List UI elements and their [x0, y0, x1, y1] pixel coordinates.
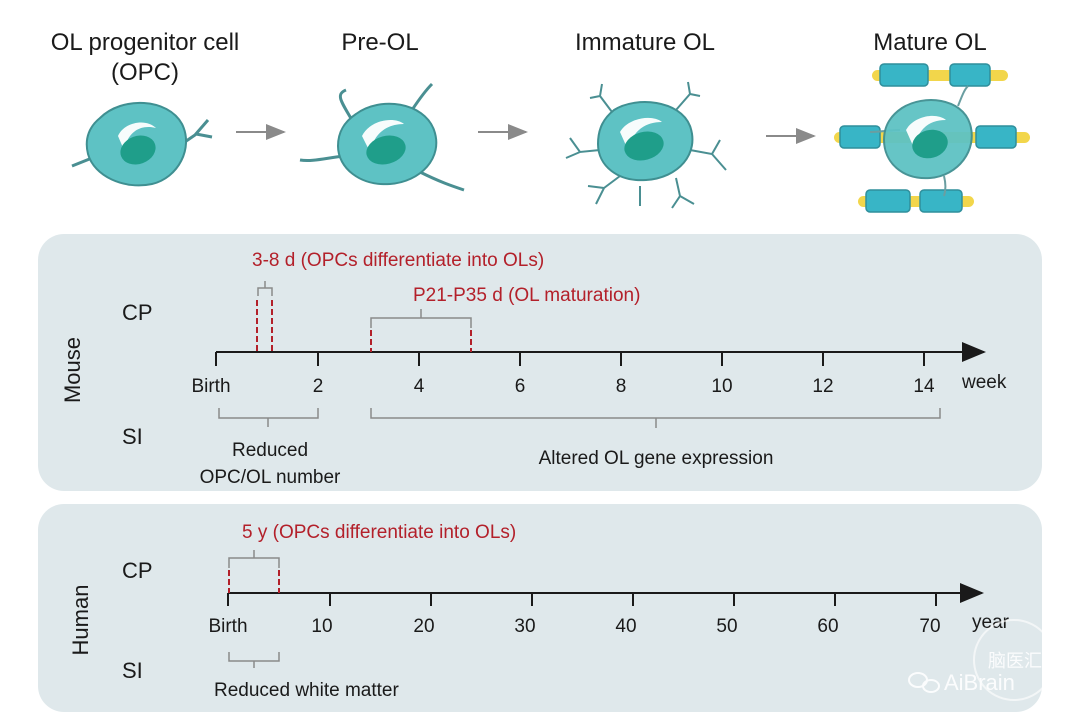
- stage-opc-line1: OL progenitor cell: [50, 29, 240, 56]
- mouse-tick-label: 14: [913, 376, 935, 397]
- watermark-text: AiBrain: [944, 670, 1015, 695]
- stage-label-immature: Immature OL: [540, 28, 750, 58]
- human-tick-label: 30: [514, 616, 535, 637]
- wechat-icon: [908, 672, 940, 693]
- immature-cell-icon: [565, 81, 727, 209]
- stage-label-mature: Mature OL: [830, 28, 1030, 58]
- mouse-si-annotation-1-line2: OPC/OL number: [200, 467, 341, 488]
- mouse-tick-label: 4: [414, 376, 425, 397]
- mouse-tick-label: 8: [616, 376, 627, 397]
- opc-cell-icon: [71, 101, 213, 187]
- mouse-axis-ticks: [215, 352, 925, 366]
- human-tick-label: Birth: [208, 616, 247, 637]
- human-tick-label: 40: [615, 616, 636, 637]
- human-cp-annotation-1: 5 y (OPCs differentiate into OLs): [242, 522, 516, 543]
- human-tick-label: 10: [311, 616, 332, 637]
- mouse-cp-bracket-1: [257, 281, 273, 296]
- human-axis-unit: year: [972, 612, 1010, 633]
- watermark: 脑医汇 AiBrain: [908, 619, 1055, 701]
- human-panel: [38, 504, 1042, 712]
- cell-lineage-illustration: [71, 63, 1030, 213]
- mouse-si-annotation-2: Altered OL gene expression: [539, 448, 774, 469]
- human-species-label: Human: [68, 585, 93, 656]
- stage-immature-line1: Immature OL: [574, 29, 716, 56]
- mouse-cp-annotation-1: 3-8 d (OPCs differentiate into OLs): [252, 250, 544, 271]
- mouse-si-annotation-1-line1: Reduced: [232, 440, 308, 461]
- mouse-axis-unit: week: [961, 372, 1007, 393]
- mature-cell-icon: [834, 63, 1030, 213]
- mouse-si-bracket-2: [370, 408, 941, 428]
- mouse-tick-label: 6: [515, 376, 526, 397]
- mouse-cp-annotation-2: P21-P35 d (OL maturation): [413, 285, 640, 306]
- stage-label-opc: OL progenitor cell (OPC): [20, 28, 270, 88]
- mouse-tick-label: 12: [812, 376, 833, 397]
- human-cp-bracket: [228, 550, 280, 568]
- human-si-label: SI: [122, 658, 143, 683]
- mouse-panel: [38, 234, 1042, 491]
- mouse-species-label: Mouse: [60, 337, 85, 403]
- human-cp-label: CP: [122, 558, 153, 583]
- mouse-si-label: SI: [122, 424, 143, 449]
- preol-cell-icon: [299, 82, 465, 192]
- mouse-si-bracket-1: [218, 408, 319, 427]
- mouse-tick-label: 2: [313, 376, 324, 397]
- human-si-annotation-1: Reduced white matter: [214, 680, 399, 701]
- watermark-badge-text: 脑医汇: [988, 651, 1042, 671]
- stage-mature-line1: Mature OL: [873, 29, 987, 56]
- mouse-tick-label: 10: [711, 376, 732, 397]
- stage-label-preol: Pre-OL: [300, 28, 460, 58]
- human-tick-label: 50: [716, 616, 737, 637]
- human-tick-label: 60: [817, 616, 838, 637]
- mouse-cp-bracket-2: [370, 309, 472, 328]
- human-tick-label: 20: [413, 616, 434, 637]
- stage-preol-line1: Pre-OL: [341, 29, 419, 56]
- stage-opc-line2: (OPC): [111, 59, 179, 86]
- human-axis-ticks: [227, 593, 937, 606]
- mouse-cp-label: CP: [122, 300, 153, 325]
- human-tick-label: 70: [919, 616, 940, 637]
- mouse-tick-label: Birth: [191, 376, 230, 397]
- human-si-bracket: [228, 652, 280, 668]
